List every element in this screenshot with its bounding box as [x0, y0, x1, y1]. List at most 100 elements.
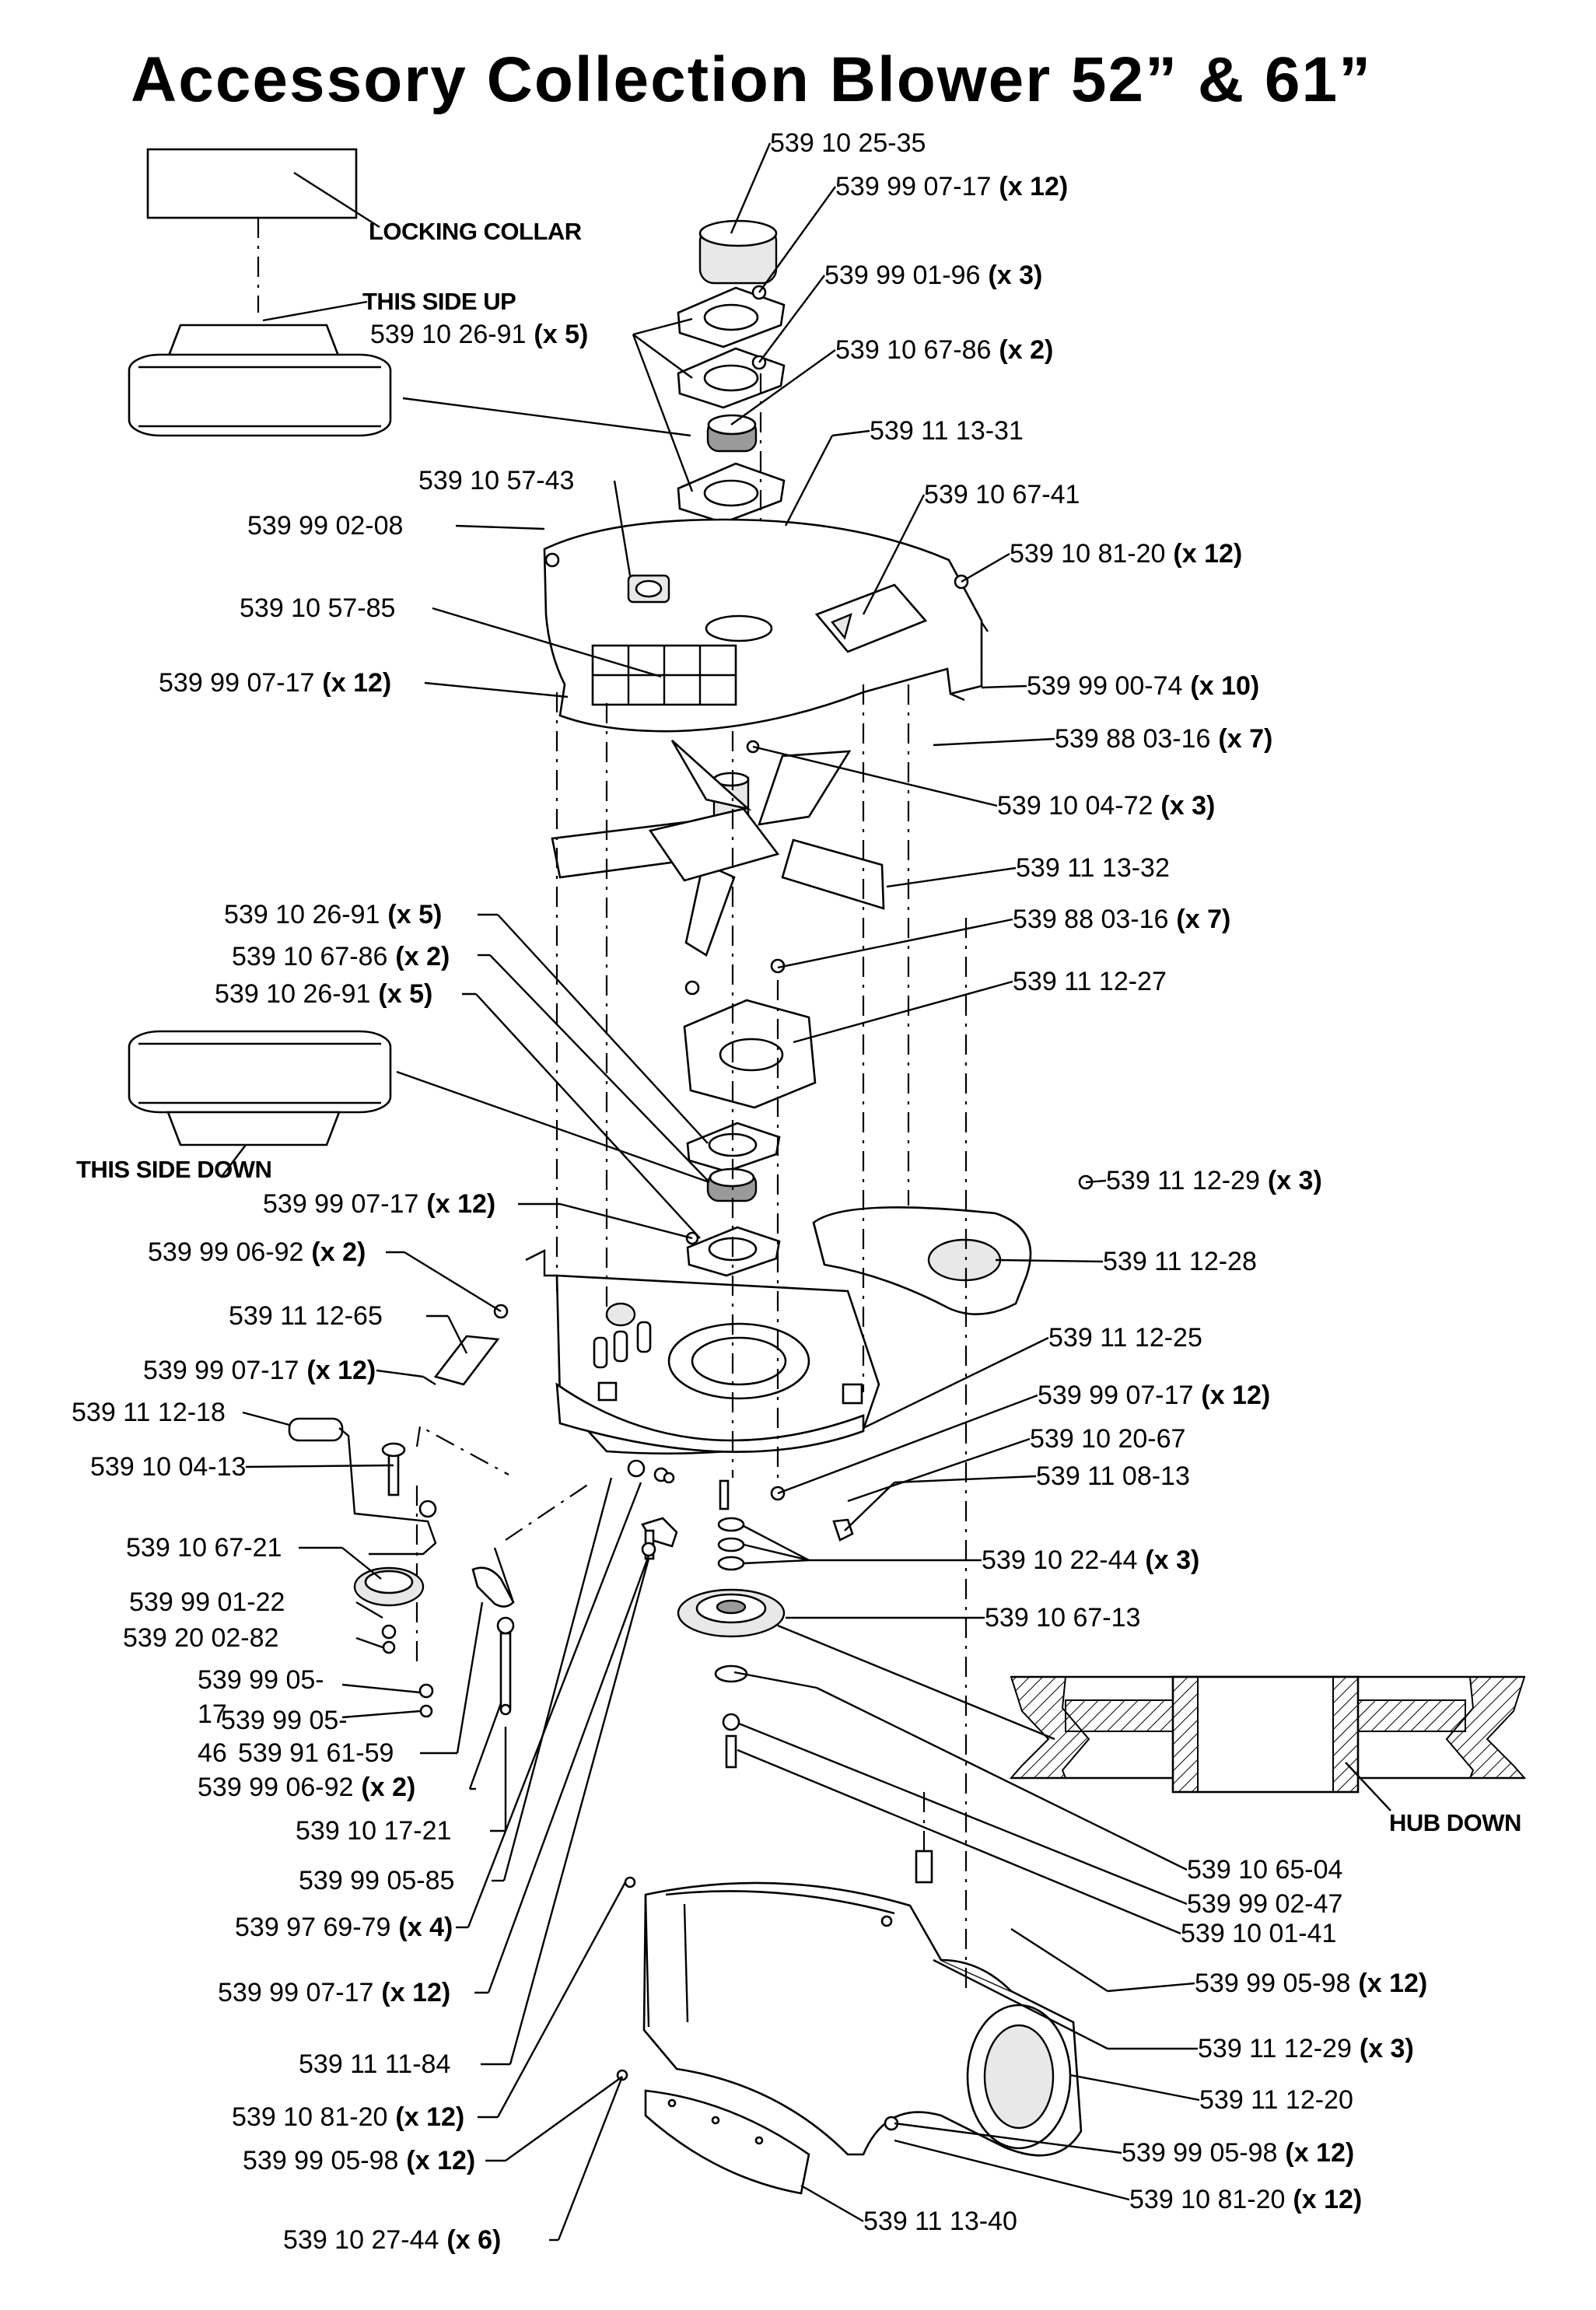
- callout-label: 539 10 04-13: [90, 1452, 247, 1482]
- leader-line: [341, 1710, 421, 1719]
- leader-line: [777, 1394, 1038, 1495]
- callout-label: 539 99 02-08: [247, 511, 404, 541]
- callout-label: 539 10 57-43: [418, 466, 575, 495]
- callout-label: 539 10 17-21: [296, 1816, 452, 1846]
- leader-line: [245, 1464, 394, 1468]
- leader-line: [1119, 2083, 1200, 2102]
- callout-label: 539 11 12-27: [1013, 967, 1167, 996]
- callout-label: 539 99 05-85: [299, 1866, 455, 1895]
- leader-lines: [242, 142, 1200, 2242]
- leader-line: [404, 1251, 502, 1313]
- callout-label: 17: [198, 1699, 227, 1729]
- leader-line: [557, 2076, 624, 2241]
- callout-label: 539 10 26-91(x 5): [215, 979, 433, 1009]
- leader-line: [758, 186, 836, 293]
- leader-line: [432, 607, 662, 678]
- callout-label: 539 97 69-79(x 4): [235, 1913, 453, 1942]
- leader-line: [242, 1411, 290, 1426]
- leader-line: [446, 1315, 468, 1354]
- leader-line: [995, 1258, 1104, 1263]
- callout-label: 539 11 12-65: [229, 1301, 383, 1331]
- callout-label: 539 11 12-28: [1103, 1247, 1257, 1276]
- leader-line: [743, 1559, 810, 1565]
- callout-label: 539 99 01-22: [129, 1587, 285, 1617]
- callout-label: 539 10 27-44(x 6): [283, 2225, 502, 2255]
- leader-line: [496, 1881, 627, 2118]
- callout-label: 539 99 07-17(x 12): [835, 172, 1069, 201]
- callout-label: 539 10 22-44(x 3): [982, 1545, 1200, 1575]
- callout-label: 539 10 26-91(x 5): [370, 320, 589, 349]
- callout-label: 539 91 61-59: [238, 1738, 394, 1768]
- leader-line: [894, 1475, 1037, 1484]
- leader-line: [1069, 2074, 1121, 2086]
- callout-label: 539 11 08-13: [1036, 1461, 1190, 1491]
- callout-label: 539 99 05-: [221, 1706, 348, 1735]
- leader-line: [1010, 1927, 1108, 1993]
- leader-line: [793, 980, 1013, 1044]
- callout-label: 539 99 07-17(x 12): [159, 668, 392, 698]
- leader-line: [559, 1202, 693, 1240]
- leader-line: [468, 1703, 502, 1790]
- leader-line: [800, 2184, 864, 2223]
- locking-collar-detail: [128, 148, 691, 437]
- page-title: Accessory Collection Blower 52” & 61”: [131, 44, 1373, 115]
- callout-label: 46: [198, 1738, 227, 1768]
- callout-label: 539 99 00-74(x 10): [1027, 671, 1260, 701]
- leader-line: [467, 1482, 642, 1928]
- callout-label: 539 10 67-21: [126, 1533, 282, 1563]
- leader-line: [456, 1601, 484, 1754]
- callout-label: 539 11 12-20: [1199, 2085, 1353, 2115]
- leader-line: [961, 552, 1010, 583]
- leader-line: [632, 317, 693, 336]
- leader-line: [455, 524, 545, 530]
- leader-line: [743, 1524, 810, 1562]
- bearing-orientation-detail-down: [128, 1030, 710, 1184]
- leader-line: [1107, 1982, 1195, 1993]
- leader-line: [784, 435, 834, 527]
- callout-label: 539 11 12-18: [72, 1398, 226, 1427]
- leader-line: [894, 2122, 1122, 2154]
- callout-label: 539 99 05-98(x 12): [1122, 2138, 1355, 2168]
- callout-label: 539 99 07-17(x 12): [263, 1189, 496, 1219]
- leader-line: [509, 1558, 650, 2065]
- callout-label: 539 10 25-35: [770, 128, 926, 158]
- note-this-side-down: THIS SIDE DOWN: [76, 1156, 272, 1183]
- leader-line: [730, 142, 772, 234]
- leader-line: [376, 1369, 424, 1378]
- leader-line: [831, 429, 870, 437]
- callout-label: 539 99 06-92(x 2): [148, 1237, 366, 1267]
- chute-deflector: [644, 2089, 810, 2195]
- leader-line: [743, 1543, 810, 1562]
- blower-chute-elbow: [616, 918, 1083, 2157]
- note-locking-collar: LOCKING COLLAR: [369, 218, 582, 245]
- leader-line: [733, 1671, 817, 1689]
- leader-line: [816, 1686, 1188, 1871]
- leader-line: [422, 1375, 436, 1386]
- leader-line: [341, 1683, 421, 1694]
- leader-line: [847, 1437, 1031, 1503]
- leader-line: [632, 334, 693, 379]
- callout-label: 539 11 12-29(x 3): [1106, 1166, 1322, 1195]
- callout-label: 539 20 02-82: [123, 1623, 279, 1653]
- leader-line: [502, 1477, 613, 1881]
- callout-label: 539 11 13-31: [870, 416, 1024, 446]
- callout-label: 539 10 67-86(x 2): [232, 942, 450, 971]
- alignment-lines: [555, 684, 910, 1478]
- leader-line: [487, 1555, 650, 1993]
- leader-line: [894, 2139, 1130, 2201]
- leader-line: [489, 954, 710, 1183]
- callout-label: 539 10 20-67: [1030, 1424, 1186, 1454]
- leader-line: [737, 1748, 1181, 1935]
- leader-line: [497, 914, 709, 1144]
- callout-label: 539 10 04-72(x 3): [997, 791, 1216, 821]
- callout-label: 539 10 81-20(x 12): [1129, 2185, 1363, 2214]
- callout-label: 539 99 07-17(x 12): [143, 1356, 376, 1385]
- leader-line: [777, 918, 1013, 969]
- callout-label: 539 10 67-13: [985, 1603, 1141, 1633]
- callout-label: 539 10 57-85: [240, 593, 396, 623]
- leader-line: [1085, 1179, 1107, 1184]
- leader-line: [341, 1547, 382, 1580]
- leader-line: [355, 1601, 383, 1619]
- leader-line: [933, 737, 1055, 747]
